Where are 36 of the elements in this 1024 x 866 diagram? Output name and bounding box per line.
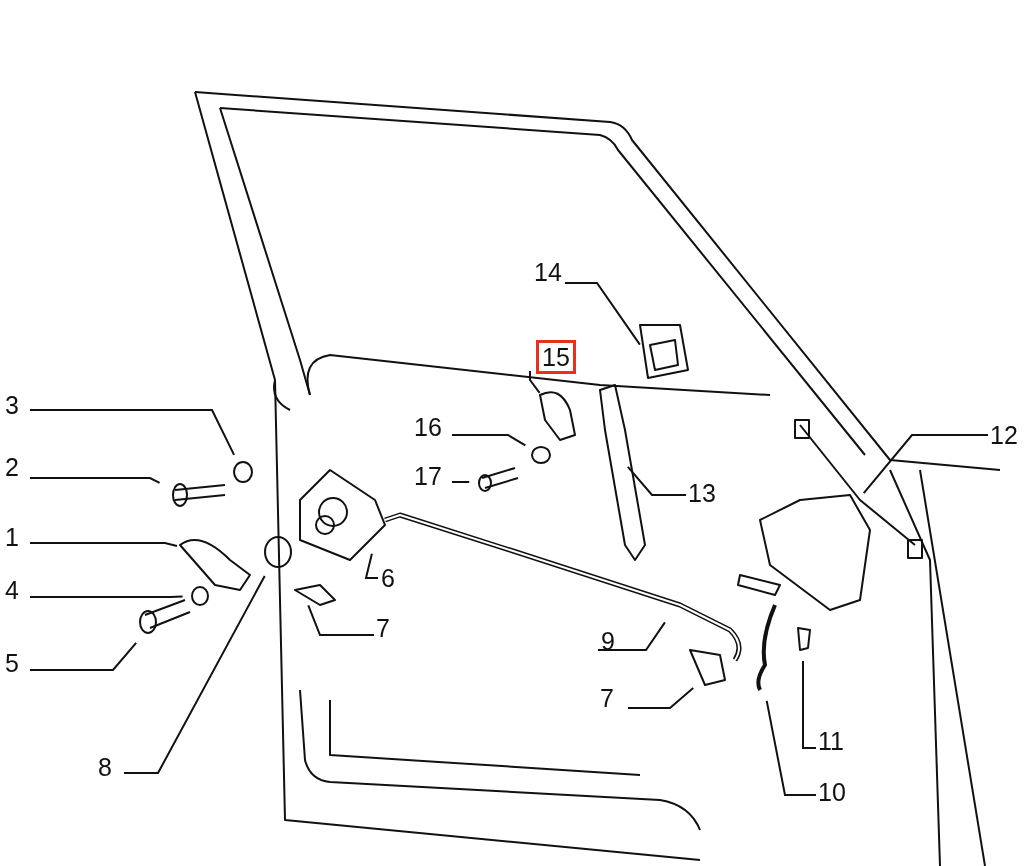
leader-line (29, 641, 138, 671)
callout-number: 2 (5, 453, 19, 481)
leader-line (29, 595, 184, 598)
callout-number: 8 (98, 753, 112, 781)
leader-line (123, 574, 266, 774)
highlighted-callout-number: 15 (536, 340, 576, 374)
callout-number: 11 (818, 727, 844, 755)
leader-line (862, 434, 989, 495)
leader-line (626, 465, 687, 496)
leader-line (802, 660, 817, 749)
callout-number: 4 (5, 576, 19, 604)
callout-number: 10 (818, 778, 846, 806)
callout-number: 3 (5, 391, 19, 419)
leader-line (29, 542, 178, 547)
callout-number: 1 (5, 523, 19, 551)
callout-number: 14 (534, 258, 562, 286)
leader-line (29, 477, 161, 484)
callout-number: 7 (600, 684, 614, 712)
callout-number: 12 (990, 421, 1018, 449)
callout-number: 16 (414, 413, 442, 441)
callout-number: 5 (5, 649, 19, 677)
leader-line (451, 481, 471, 483)
leader-line (627, 686, 695, 709)
leader-line (307, 604, 375, 636)
callout-number: 13 (688, 479, 716, 507)
leader-line (564, 282, 641, 346)
callout-number: 7 (376, 614, 390, 642)
leader-line (529, 370, 541, 394)
callout-number: 9 (601, 627, 615, 655)
leader-line (364, 552, 379, 579)
leader-line (29, 409, 236, 456)
leader-line (765, 699, 817, 796)
callout-number: 17 (414, 462, 442, 490)
leader-line (597, 621, 666, 651)
callout-number: 6 (381, 564, 395, 592)
leader-line (451, 434, 527, 447)
